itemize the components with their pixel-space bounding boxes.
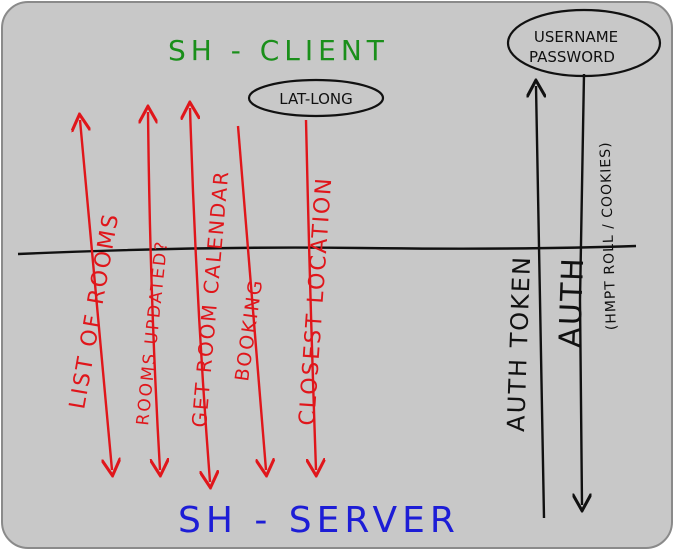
flow-arrow-rooms-updated xyxy=(148,112,160,470)
auth-token-arrow xyxy=(536,86,544,519)
flow-arrow-closest-location xyxy=(304,119,316,470)
flow-arrow-booking xyxy=(236,125,266,470)
credentials-username-label: USERNAME xyxy=(534,28,618,46)
credentials-password-label: PASSWORD xyxy=(529,48,615,66)
cookies-label: (HMPT ROLL / COOKIES) xyxy=(597,141,620,330)
flow-arrow-get-room-calendar xyxy=(190,108,210,482)
latlong-bubble xyxy=(247,78,385,118)
boundary-line xyxy=(17,244,637,256)
auth-label: AUTH xyxy=(553,256,591,349)
server-label: SH - SERVER xyxy=(178,500,460,541)
flow-arrow-list-of-rooms xyxy=(80,120,112,470)
auth-token-label: AUTH TOKEN xyxy=(502,255,536,433)
client-label: SH - CLIENT xyxy=(168,34,389,67)
auth-arrow xyxy=(580,73,584,505)
latlong-label: LAT-LONG xyxy=(279,90,352,108)
